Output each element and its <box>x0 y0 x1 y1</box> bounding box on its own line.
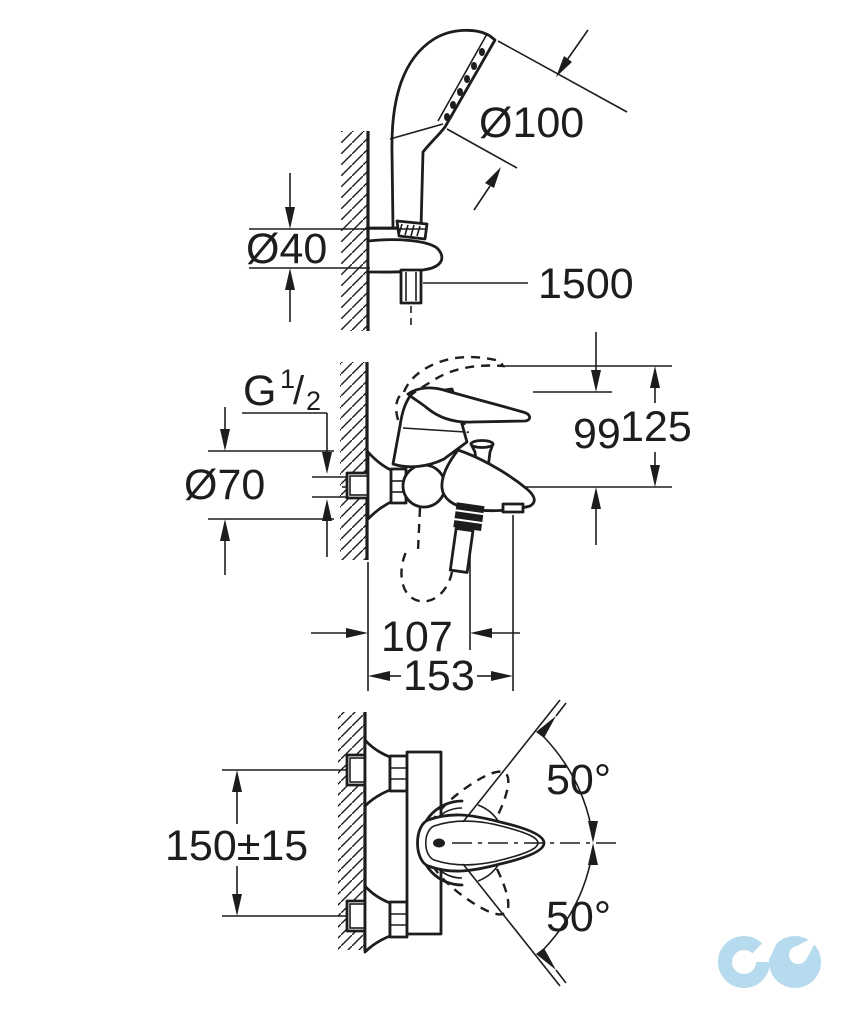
escutcheon-cone <box>363 738 392 808</box>
watermark-logo <box>718 934 821 988</box>
holder-grip-ridges <box>398 223 421 237</box>
label-head-diameter: Ø100 <box>479 99 584 147</box>
hose-connector <box>399 268 423 326</box>
escutcheon-cone <box>366 450 395 521</box>
holder-body <box>366 238 444 274</box>
dim-thread: G 1 / 2 <box>242 364 348 557</box>
aerator <box>501 502 525 514</box>
wall-hatch <box>340 362 367 560</box>
head-seam-line <box>389 123 444 140</box>
shower-holder <box>366 219 444 326</box>
label-thread-slash: / <box>293 369 305 413</box>
view-mixer-side: G 1 / 2 Ø70 99 125 <box>184 332 692 700</box>
hose-center-dashed <box>416 507 422 551</box>
dim-connection-distance: 150±15 <box>165 769 346 917</box>
label-thread-g: G <box>243 367 276 415</box>
label-connection-distance: 150±15 <box>165 822 308 870</box>
union-lower <box>345 884 409 954</box>
logo-left-ring <box>718 936 770 988</box>
label-escutcheon-diameter: Ø70 <box>184 461 265 509</box>
dim-swivel-angle-up: 50° <box>462 699 611 843</box>
dim-projection-spout: 153 <box>368 652 513 700</box>
mixer-body-plan <box>405 750 622 936</box>
lever-screw-dot <box>433 838 445 848</box>
mixer-body-side <box>391 355 536 603</box>
label-projection-spout: 153 <box>403 652 475 700</box>
wall-hatch <box>341 131 368 331</box>
dim-holder-diameter: Ø40 <box>246 173 427 322</box>
dim-projection-outlet: 107 <box>311 613 520 661</box>
dim-escutcheon-diameter: Ø70 <box>184 407 334 575</box>
wall-top <box>341 131 370 331</box>
dim-height-to-spout: 99 <box>573 332 621 545</box>
label-thread-numerator: 1 <box>280 364 295 394</box>
wall-union-side <box>345 450 408 521</box>
hex-nut <box>388 754 409 793</box>
label-swivel-angle-down: 50° <box>546 893 611 941</box>
lever-raised-dashed <box>402 355 506 397</box>
escutcheon-cone <box>363 884 392 954</box>
hose-loop-dashed <box>400 551 454 603</box>
label-hose-length: 1500 <box>538 260 634 308</box>
label-projection-outlet: 107 <box>381 613 453 661</box>
ball-joint <box>401 463 447 509</box>
label-height-total: 125 <box>620 403 692 451</box>
lever-inner-line <box>424 820 539 866</box>
view-hand-shower: Ø40 Ø100 1500 <box>246 28 634 331</box>
wall-middle <box>340 362 369 560</box>
dim-head-diameter: Ø100 <box>446 29 628 211</box>
label-holder-diameter: Ø40 <box>246 225 327 273</box>
dim-hose-length: 1500 <box>423 260 634 308</box>
spray-face-inner-line <box>437 33 488 122</box>
logo-teardrop-tail <box>793 934 820 960</box>
label-thread-denominator: 2 <box>306 386 321 416</box>
label-height-to-spout: 99 <box>573 410 621 458</box>
swivel-line-up <box>462 699 561 823</box>
lever-raised-cap-dashed <box>395 390 405 421</box>
spray-nozzles <box>444 48 485 121</box>
lever-handle-side <box>406 386 532 424</box>
body-seam <box>402 427 466 433</box>
view-mixer-plan: 150±15 50° 50° <box>165 699 622 987</box>
dim-swivel-angle-down: 50° <box>462 843 611 987</box>
logo-gap-notch <box>762 936 779 958</box>
hand-shower <box>389 28 497 230</box>
hex-nut <box>388 900 409 939</box>
swivel-line-down <box>462 863 561 987</box>
hand-shower-outlet <box>448 502 485 574</box>
dim-height-total: 125 <box>620 366 692 487</box>
label-swivel-angle-up: 50° <box>546 756 611 804</box>
